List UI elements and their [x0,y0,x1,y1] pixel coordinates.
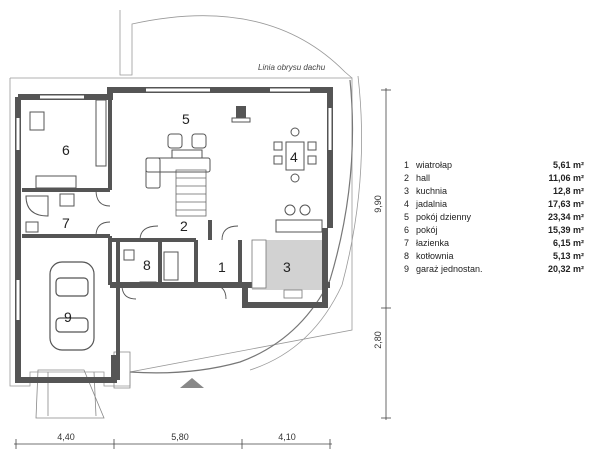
legend-num: 3 [404,186,410,196]
legend-area: 12,8 m² [552,186,584,196]
room-number-9: 9 [64,309,72,325]
legend-name: kotłownia [416,251,454,261]
car-icon [49,261,95,351]
legend-num: 2 [404,173,410,183]
boiler [123,249,179,287]
roof-outline [9,10,362,387]
bedroom-furniture [29,99,107,167]
dimension-right-lower: 2,80 [373,331,383,349]
room-number-8: 8 [143,257,151,273]
legend-row: 8 kotłownia 5,13 m² [404,250,584,263]
room-number-1: 1 [218,259,226,275]
legend-num: 9 [404,264,410,274]
legend-name: wiatrołap [416,160,453,170]
legend-row: 3 kuchnia 12,8 m² [404,185,584,198]
dimension-bottom-middle: 5,80 [171,432,189,442]
kitchen-counter [251,239,267,289]
legend-area: 5,13 m² [552,251,584,261]
legend-num: 6 [404,225,410,235]
legend-area: 11,06 m² [548,173,584,183]
room-legend: 1 wiatrołap 5,61 m² 2 hall 11,06 m² 3 kuchnia 12… [404,159,584,276]
legend-num: 8 [404,251,410,261]
legend-num: 1 [404,160,410,170]
legend-row: 1 wiatrołap 5,61 m² [404,159,584,172]
legend-name: łazienka [416,238,450,248]
legend-row: 6 pokój 15,39 m² [404,224,584,237]
legend-area: 15,39 m² [547,225,584,235]
legend-area: 20,32 m² [547,264,584,274]
legend-area: 17,63 m² [547,199,584,209]
legend-row: 4 jadalnia 17,63 m² [404,198,584,211]
entrance-arrow-icon [180,378,204,388]
staircase [175,169,207,217]
room-numbers: 1 2 3 4 5 6 7 8 9 [62,111,298,325]
sofa [145,133,211,189]
interior-walls [22,97,242,380]
dimension-bottom-left: 4,40 [57,432,75,442]
dimension-right-upper: 9,90 [373,195,383,213]
legend-name: jadalnia [416,199,448,209]
right-dimension-lines [381,88,391,420]
room-number-3: 3 [283,259,291,275]
legend-name: pokój [416,225,438,235]
kitchen-sink [283,289,303,299]
fireplace-icon [231,106,251,123]
legend-row: 5 pokój dzienny 23,34 m² [404,211,584,224]
windows [16,88,332,320]
dining-table [273,127,317,183]
dimension-bottom-right: 4,10 [278,432,296,442]
room-number-4: 4 [290,149,298,165]
legend-num: 4 [404,199,410,209]
bathroom-fixtures [25,175,77,233]
room-number-5: 5 [182,111,190,127]
legend-name: pokój dzienny [416,212,472,222]
bar-stools [275,204,323,233]
legend-row: 9 garaż jednostan. 20,32 m² [404,263,584,276]
legend-area: 6,15 m² [552,238,584,248]
legend-row: 7 łazienka 6,15 m² [404,237,584,250]
room-number-2: 2 [180,218,188,234]
legend-name: garaż jednostan. [416,264,483,274]
legend-row: 2 hall 11,06 m² [404,172,584,185]
room-number-7: 7 [62,215,70,231]
legend-area: 23,34 m² [547,212,584,222]
legend-name: kuchnia [416,186,448,196]
bottom-dimension-lines [14,439,332,449]
legend-num: 7 [404,238,410,248]
legend-name: hall [416,173,431,183]
room-number-6: 6 [62,142,70,158]
doors [95,189,239,300]
roof-outline-label: Linia obrysu dachu [258,63,326,72]
legend-num: 5 [404,212,410,222]
legend-area: 5,61 m² [552,160,584,170]
